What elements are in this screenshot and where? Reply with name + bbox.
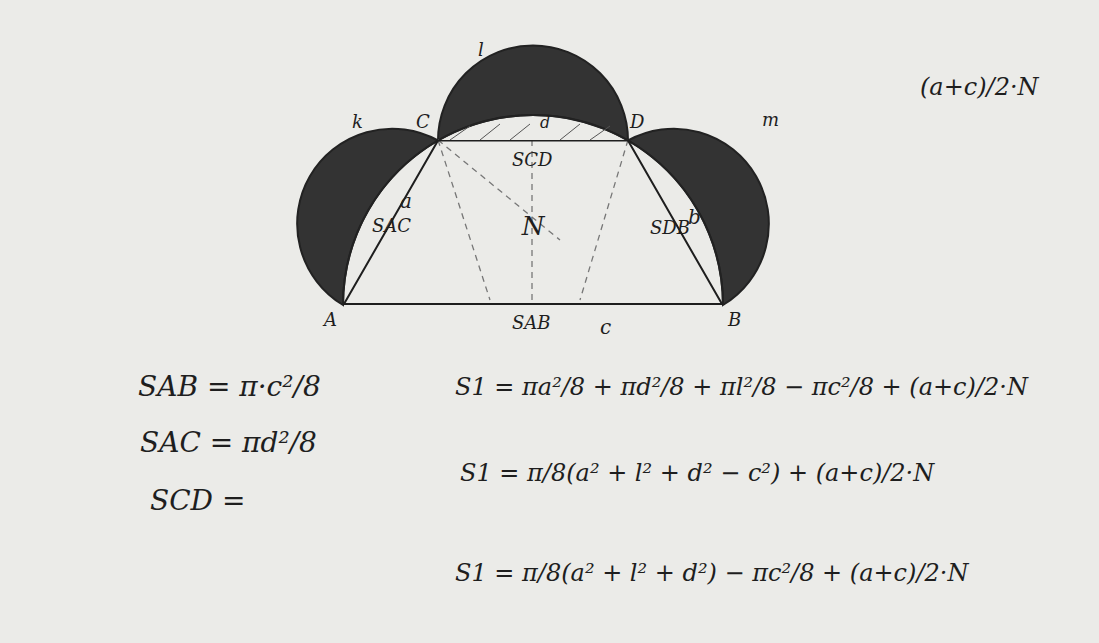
- formula: S1 = π/8(a² + l² + d² − c²) + (a+c)/2·N: [460, 460, 934, 486]
- area-label: SAC: [372, 216, 411, 236]
- area-label: SDB: [650, 218, 690, 238]
- side-name: a: [400, 190, 412, 212]
- formula: SCD =: [150, 486, 245, 517]
- dashed-guides: [438, 140, 628, 300]
- side-name: c: [600, 316, 611, 338]
- point-name: D: [630, 112, 644, 132]
- formula: SAB = π·c²/8: [138, 372, 321, 403]
- inner-arc: [343, 115, 723, 305]
- area-label: SCD: [512, 150, 553, 170]
- point-name: C: [416, 112, 430, 132]
- point-name: B: [728, 310, 741, 330]
- area-label: SAB: [512, 313, 551, 333]
- side-name: d: [540, 114, 550, 132]
- point-name: A: [324, 310, 337, 330]
- formula: (a+c)/2·N: [920, 74, 1039, 100]
- area-name: N: [522, 211, 545, 241]
- hatching: [450, 124, 610, 140]
- formula: S1 = π/8(a² + l² + d²) − πc²/8 + (a+c)/2…: [455, 560, 968, 586]
- arc-name: k: [352, 112, 363, 132]
- arc-name: m: [762, 110, 779, 130]
- formula: SAC = πd²/8: [140, 428, 317, 459]
- arc-name: l: [478, 40, 484, 60]
- formula: S1 = πa²/8 + πd²/8 + πl²/8 − πc²/8 + (a+…: [455, 374, 1028, 400]
